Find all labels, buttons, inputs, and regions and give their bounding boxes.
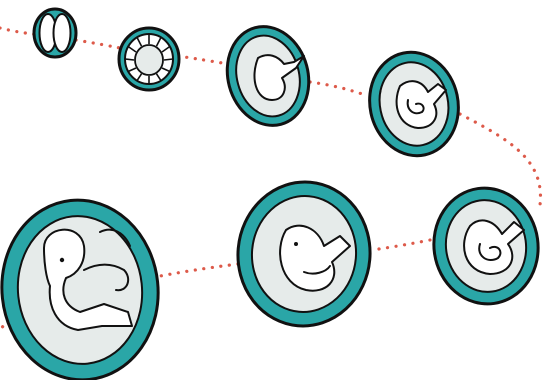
stage-2-blastocyst — [119, 28, 179, 90]
fetus-eye — [60, 258, 64, 262]
path-dots — [372, 240, 430, 250]
stage-6-developing-embryo — [232, 177, 376, 332]
cell-right — [54, 14, 71, 52]
path-dots — [178, 56, 228, 64]
path-dots — [150, 264, 238, 278]
cell-divider — [164, 59, 173, 60]
embryo-eye — [294, 242, 298, 246]
stages-group — [0, 9, 545, 380]
blastocoel — [135, 45, 163, 75]
stage-7-fetus — [0, 192, 167, 380]
cell-divider — [125, 59, 134, 60]
stage-4-curled-embryo — [360, 44, 468, 164]
stage-3-early-embryo — [216, 17, 319, 134]
path-dots — [76, 40, 120, 48]
stage-5-coiled-embryo — [426, 181, 545, 310]
stage-1-two-cell-zygote — [34, 9, 76, 57]
path-dots — [310, 82, 368, 96]
